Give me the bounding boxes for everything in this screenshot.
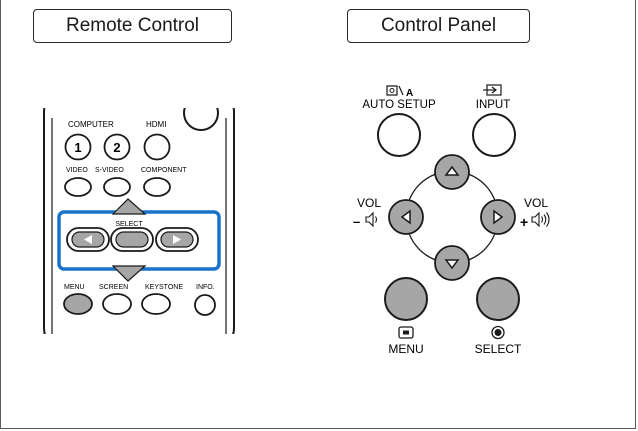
panel-menu-label: MENU [388, 342, 423, 356]
auto-setup-button[interactable] [377, 113, 421, 157]
menu-label: MENU [64, 284, 85, 291]
computer-2-button[interactable] [103, 133, 131, 161]
computer-1-button[interactable] [64, 133, 92, 161]
hdmi-button[interactable] [143, 133, 171, 161]
input-button[interactable] [472, 113, 516, 157]
control-panel-title: Control Panel [380, 15, 497, 36]
vol-plus-sign: + [520, 214, 528, 230]
remote-control-heading: Remote Control [33, 9, 232, 43]
remote-control-title: Remote Control [65, 15, 200, 36]
component-label: COMPONENT [141, 167, 187, 174]
remote-up-button[interactable] [111, 198, 147, 215]
select-label: SELECT [115, 221, 143, 228]
vol-minus-label: VOL [357, 196, 381, 210]
speaker-low-icon [365, 211, 378, 228]
remote-select-button-inner [115, 231, 149, 248]
input-label: INPUT [476, 99, 511, 111]
auto-setup-icon: A [386, 85, 413, 99]
screen-label: SCREEN [99, 284, 128, 291]
auto-setup-badge: A [406, 88, 413, 99]
component-button[interactable] [143, 177, 171, 197]
remote-down-button[interactable] [111, 265, 147, 282]
keystone-label: KEYSTONE [145, 284, 183, 291]
arrow-right-icon [173, 235, 181, 244]
speaker-high-icon [531, 211, 550, 228]
arrow-left-icon [84, 235, 92, 244]
remote-keystone-button[interactable] [141, 293, 171, 315]
control-panel-heading: Control Panel [347, 9, 530, 43]
arrow-down-icon [444, 259, 460, 270]
input-icon [483, 84, 502, 96]
svideo-button[interactable] [103, 177, 131, 197]
select-dot-icon [491, 325, 505, 340]
menu-icon [398, 326, 414, 339]
arrow-up-icon [444, 165, 460, 176]
computer-1-number: 1 [74, 140, 81, 155]
panel-menu-button[interactable] [384, 277, 428, 321]
remote-info-button[interactable] [194, 294, 216, 316]
info-label: INFO. [196, 284, 215, 291]
remote-control-illustration: COMPUTER HDMI 1 2 VIDEO S-VIDEO COMPONEN… [43, 96, 235, 334]
remote-screen-button[interactable] [102, 293, 132, 315]
computer-label: COMPUTER [68, 120, 114, 129]
vol-minus-sign: – [353, 214, 360, 229]
computer-2-number: 2 [113, 140, 120, 155]
arrow-left-icon [400, 209, 411, 225]
control-panel-illustration: A AUTO SETUP INPUT VOL – VOL + [353, 84, 550, 356]
remote-top-button[interactable] [183, 96, 219, 131]
arrow-right-icon [493, 209, 504, 225]
panel-select-label: SELECT [475, 342, 522, 356]
vol-plus-label: VOL [524, 196, 548, 210]
video-button[interactable] [64, 177, 92, 197]
hdmi-label: HDMI [146, 120, 166, 129]
remote-menu-button[interactable] [63, 293, 93, 315]
svideo-label: S-VIDEO [95, 167, 124, 174]
panel-select-button[interactable] [476, 277, 520, 321]
auto-setup-label: AUTO SETUP [362, 99, 436, 111]
video-label: VIDEO [66, 167, 88, 174]
